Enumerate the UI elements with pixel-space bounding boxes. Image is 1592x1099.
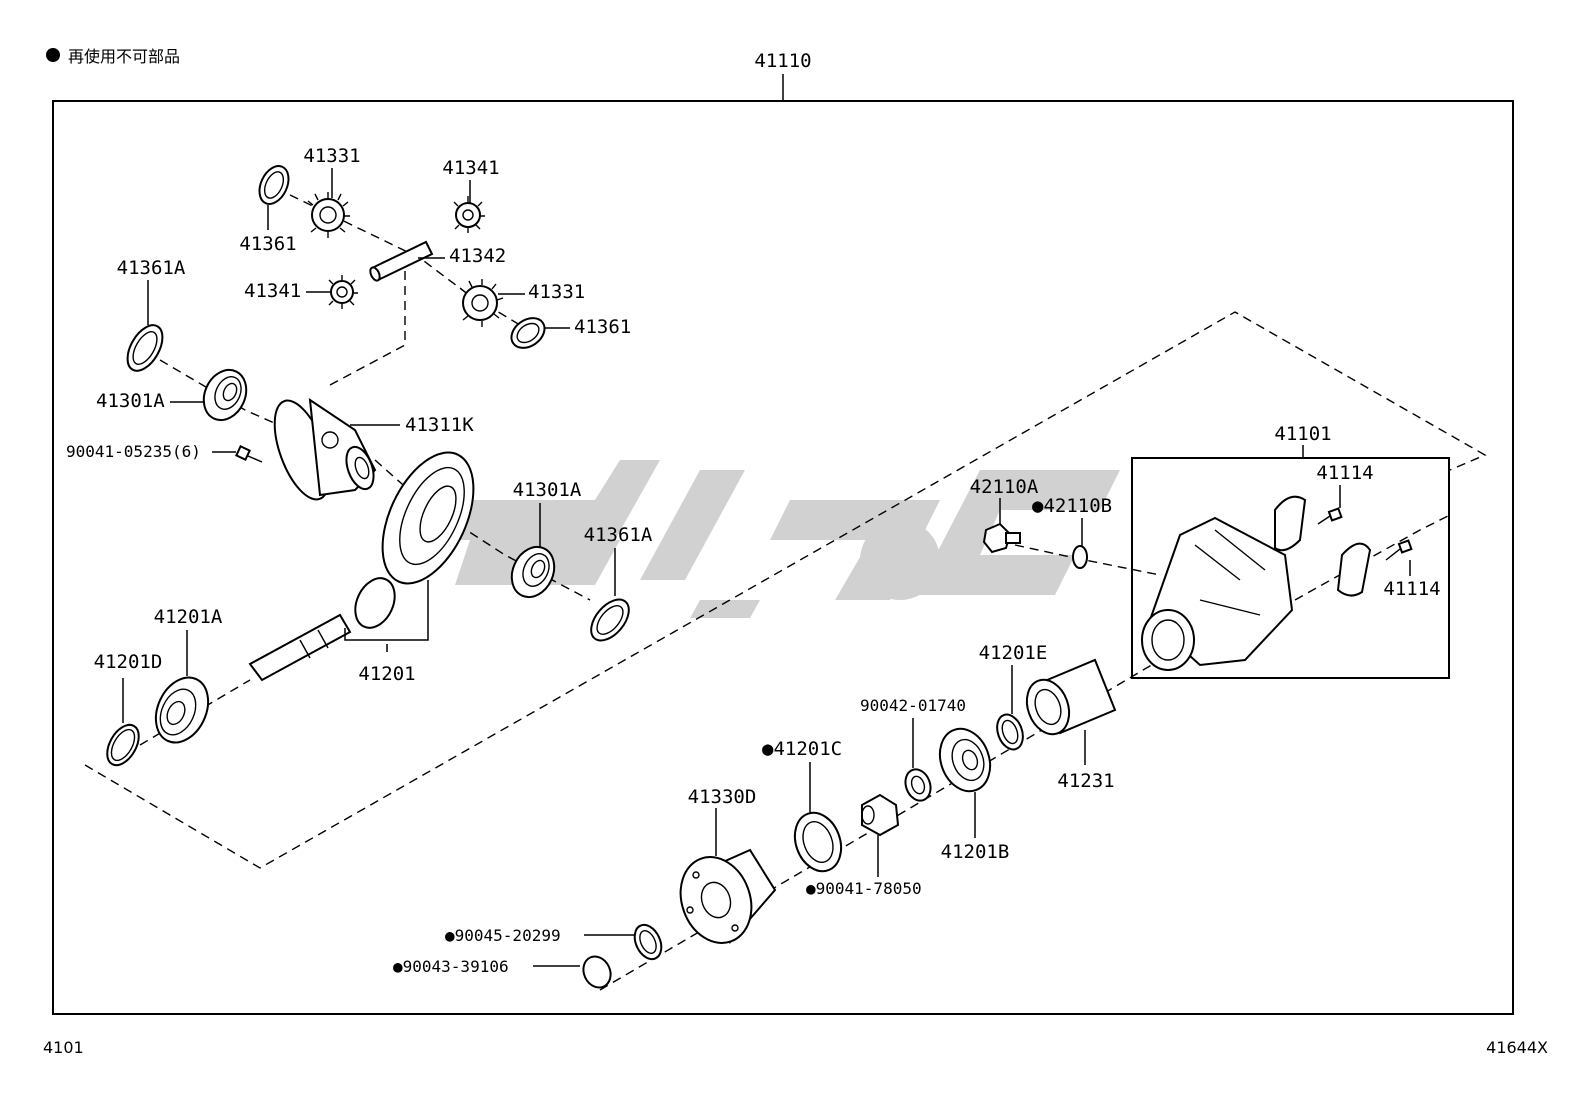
- shim-inner: [110, 728, 136, 762]
- part-label: 90041-05235(6): [66, 442, 201, 461]
- thrust-washer-41361-top: [258, 165, 290, 205]
- side-gear-41331-right: [459, 279, 504, 327]
- differential-case-41311K: [273, 397, 377, 501]
- part-label: 41201A: [154, 606, 223, 628]
- bearing-41201B: [938, 727, 992, 793]
- part-label: ●90043-39106: [393, 957, 509, 976]
- washer-inner: [1001, 719, 1019, 745]
- washer-inner: [910, 775, 926, 795]
- gasket-42110B: [1072, 545, 1088, 569]
- part-label: 41342: [449, 245, 506, 267]
- bolt-90041-05235: [235, 445, 263, 463]
- washer-41201E: [996, 713, 1024, 751]
- bearing-cap-top: [1274, 495, 1307, 552]
- seal-inner: [802, 820, 834, 864]
- part-label: 41201B: [941, 841, 1010, 863]
- footer-right: 41644X: [1486, 1038, 1548, 1057]
- companion-flange-41330D: [679, 848, 777, 944]
- part-label: 41201: [358, 663, 415, 685]
- part-label: 41301A: [96, 390, 165, 412]
- ring-gear-41201: [381, 451, 475, 585]
- part-label: 41361A: [584, 524, 653, 546]
- washer-inner: [516, 322, 540, 344]
- part-label: 41301A: [513, 479, 582, 501]
- cap-bolt-41114-top: [1317, 507, 1343, 525]
- pinion-shaft-41342: [369, 240, 434, 282]
- cap-bolt-41114-bottom: [1385, 539, 1413, 561]
- part-label: 41341: [442, 157, 499, 179]
- pinion-gear-41341-left: [328, 275, 358, 309]
- guide-line: [1294, 514, 1451, 601]
- part-label: 41114: [1316, 462, 1373, 484]
- washer-inner: [596, 605, 624, 635]
- part-label: 41341: [244, 280, 301, 302]
- part-label: 42110A: [970, 476, 1039, 498]
- washer-inner: [263, 171, 285, 199]
- bearing-41301A-right: [510, 545, 556, 599]
- kit-boundary: [84, 311, 1487, 869]
- oil-seal-41201C: [793, 811, 843, 873]
- watermark-logo: [445, 460, 1120, 618]
- part-label: ●90041-78050: [806, 879, 922, 898]
- part-label: ●41201C: [762, 738, 842, 760]
- washer-inner: [132, 331, 158, 365]
- drive-pinion-41201: [248, 577, 396, 682]
- part-label: 41361: [239, 233, 296, 255]
- part-label: ●42110B: [1032, 495, 1112, 517]
- thrust-washer-41361A-right: [590, 598, 630, 642]
- legend-text: 再使用不可部品: [68, 47, 181, 66]
- part-label: 41114: [1383, 578, 1440, 600]
- part-label: ●90045-20299: [445, 926, 561, 945]
- spacer-41231: [1025, 658, 1117, 736]
- drain-plug-42110A: [982, 522, 1021, 554]
- part-label: 41330D: [688, 786, 757, 808]
- part-label: 41201D: [94, 651, 163, 673]
- washer-90042-01740: [904, 768, 932, 802]
- part-label: 90042-01740: [860, 696, 966, 715]
- ring-inner: [639, 930, 657, 954]
- bearing-41201A: [154, 676, 210, 744]
- non-reusable-marker-icon: [46, 48, 60, 62]
- leader-lines: [122, 168, 1411, 967]
- part-label: 41231: [1057, 770, 1114, 792]
- bearing-41301A-left: [202, 368, 248, 422]
- thrust-washer-41361-right: [510, 317, 546, 349]
- part-label: 41201E: [979, 642, 1048, 664]
- nut-90041-78050: [861, 793, 900, 837]
- snap-ring-90045-20299: [633, 923, 663, 961]
- side-gear-41331-top: [307, 192, 350, 238]
- legend: 再使用不可部品: [46, 43, 180, 67]
- bearing-cap-bottom: [1336, 542, 1372, 597]
- guide-line: [329, 268, 406, 386]
- part-label: 41361A: [117, 257, 186, 279]
- part-label: 41311K: [405, 414, 474, 436]
- part-label: 41331: [528, 281, 585, 303]
- thrust-washer-41361A-top: [126, 324, 164, 372]
- housing-sub-box: [1131, 457, 1450, 679]
- carrier-housing-41101: [1141, 516, 1294, 671]
- guide-line: [159, 359, 291, 431]
- part-label: 41101: [1274, 423, 1331, 445]
- part-label: 41361: [574, 316, 631, 338]
- footer-left: 4101: [43, 1038, 84, 1057]
- pinion-gear-41341-top: [453, 196, 485, 233]
- assembly-number: 41110: [754, 50, 811, 72]
- part-label: 41331: [303, 145, 360, 167]
- dust-cap-90043-39106: [582, 955, 612, 989]
- shim-41201D: [106, 723, 140, 767]
